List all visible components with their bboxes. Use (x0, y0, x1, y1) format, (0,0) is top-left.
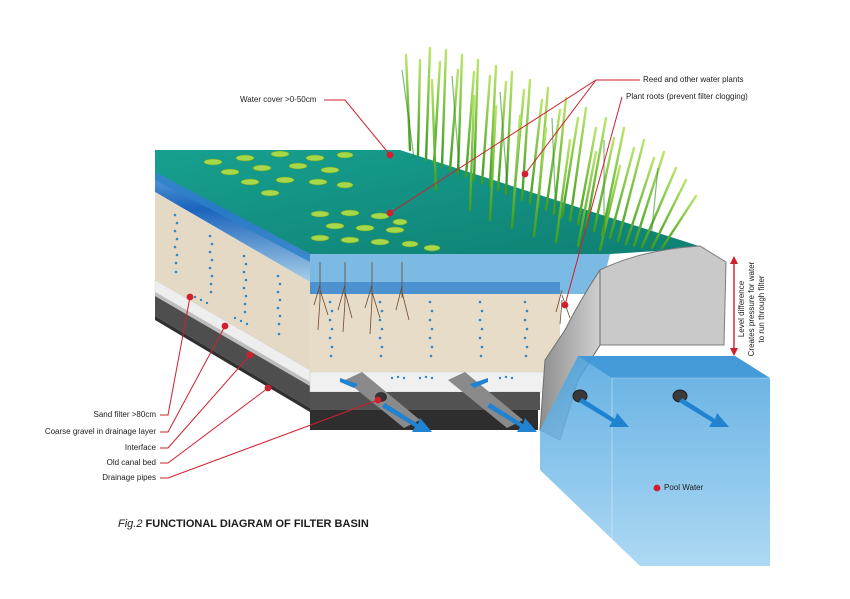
label-water-cover: Water cover >0-50cm (240, 95, 317, 104)
callout-dots (186, 151, 661, 492)
figure-caption: Fig.2 FUNCTIONAL DIAGRAM OF FILTER BASIN (118, 518, 369, 530)
front-face (309, 254, 610, 430)
figure-number: Fig.2 (118, 518, 143, 530)
figure-title: FUNCTIONAL DIAGRAM OF FILTER BASIN (145, 518, 369, 530)
label-drainage-pipes: Drainage pipes (102, 473, 156, 482)
water-surface (155, 150, 705, 254)
side-face-left (154, 150, 311, 412)
pool (540, 356, 770, 566)
callout-lines (160, 79, 640, 479)
front-flow-lines (328, 300, 529, 358)
reeds (404, 46, 698, 252)
concrete-wall (539, 245, 727, 441)
label-reed: Reed and other water plants (643, 75, 744, 84)
level-line-2: Creates pressure for water (747, 261, 756, 357)
lily-pads (203, 150, 441, 252)
label-pool-water: Pool Water (664, 483, 704, 492)
label-canal-bed: Old canal bed (106, 458, 156, 467)
label-plant-roots: Plant roots (prevent filter clogging) (626, 92, 748, 101)
level-line-3: to run through filter (757, 275, 766, 343)
left-flow-lines (173, 213, 282, 336)
level-difference-arrow (730, 256, 738, 356)
label-level-difference: Level difference Creates pressure for wa… (737, 259, 766, 359)
plant-roots (313, 262, 571, 335)
level-line-1: Level difference (737, 280, 746, 338)
label-sand-filter: Sand filter >80cm (93, 410, 156, 419)
label-interface: Interface (124, 443, 156, 452)
label-coarse-gravel: Coarse gravel in drainage layer (44, 427, 156, 436)
flow-arrows (340, 378, 729, 432)
